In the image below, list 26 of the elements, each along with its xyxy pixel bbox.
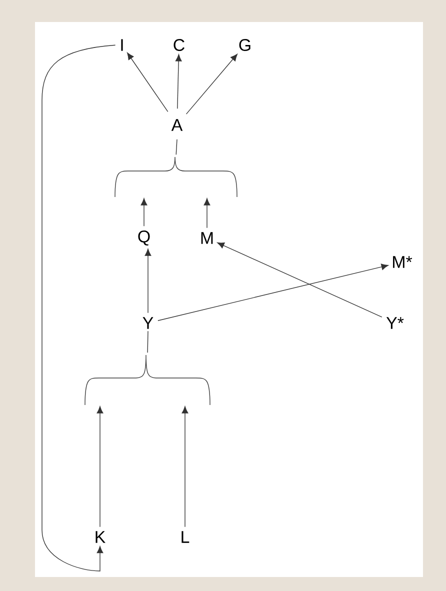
node-label: Q [138, 230, 150, 246]
connector-line [147, 330, 148, 353]
arrow [175, 54, 182, 109]
node-label: Y* [386, 317, 404, 329]
feedback-arrow [42, 44, 116, 572]
node-label: K [96, 531, 106, 543]
arrow [204, 198, 210, 228]
node-label: M* [393, 256, 412, 268]
arrow [217, 242, 382, 318]
arrow [96, 406, 104, 528]
arrow [186, 54, 238, 114]
arrow [158, 264, 388, 321]
curly-brace [114, 156, 238, 198]
node-label: C [174, 39, 184, 51]
curly-brace [84, 354, 210, 406]
arrow [182, 406, 188, 528]
node-label: M [201, 232, 213, 244]
arrow [144, 248, 152, 314]
arrow [127, 52, 168, 112]
node-label: Y [142, 317, 154, 329]
node-label: I [121, 39, 123, 51]
connector-line [176, 139, 178, 155]
arrow [140, 198, 148, 226]
node-label: L [182, 531, 190, 543]
node-label: G [239, 39, 250, 51]
node-label: A [171, 119, 183, 131]
